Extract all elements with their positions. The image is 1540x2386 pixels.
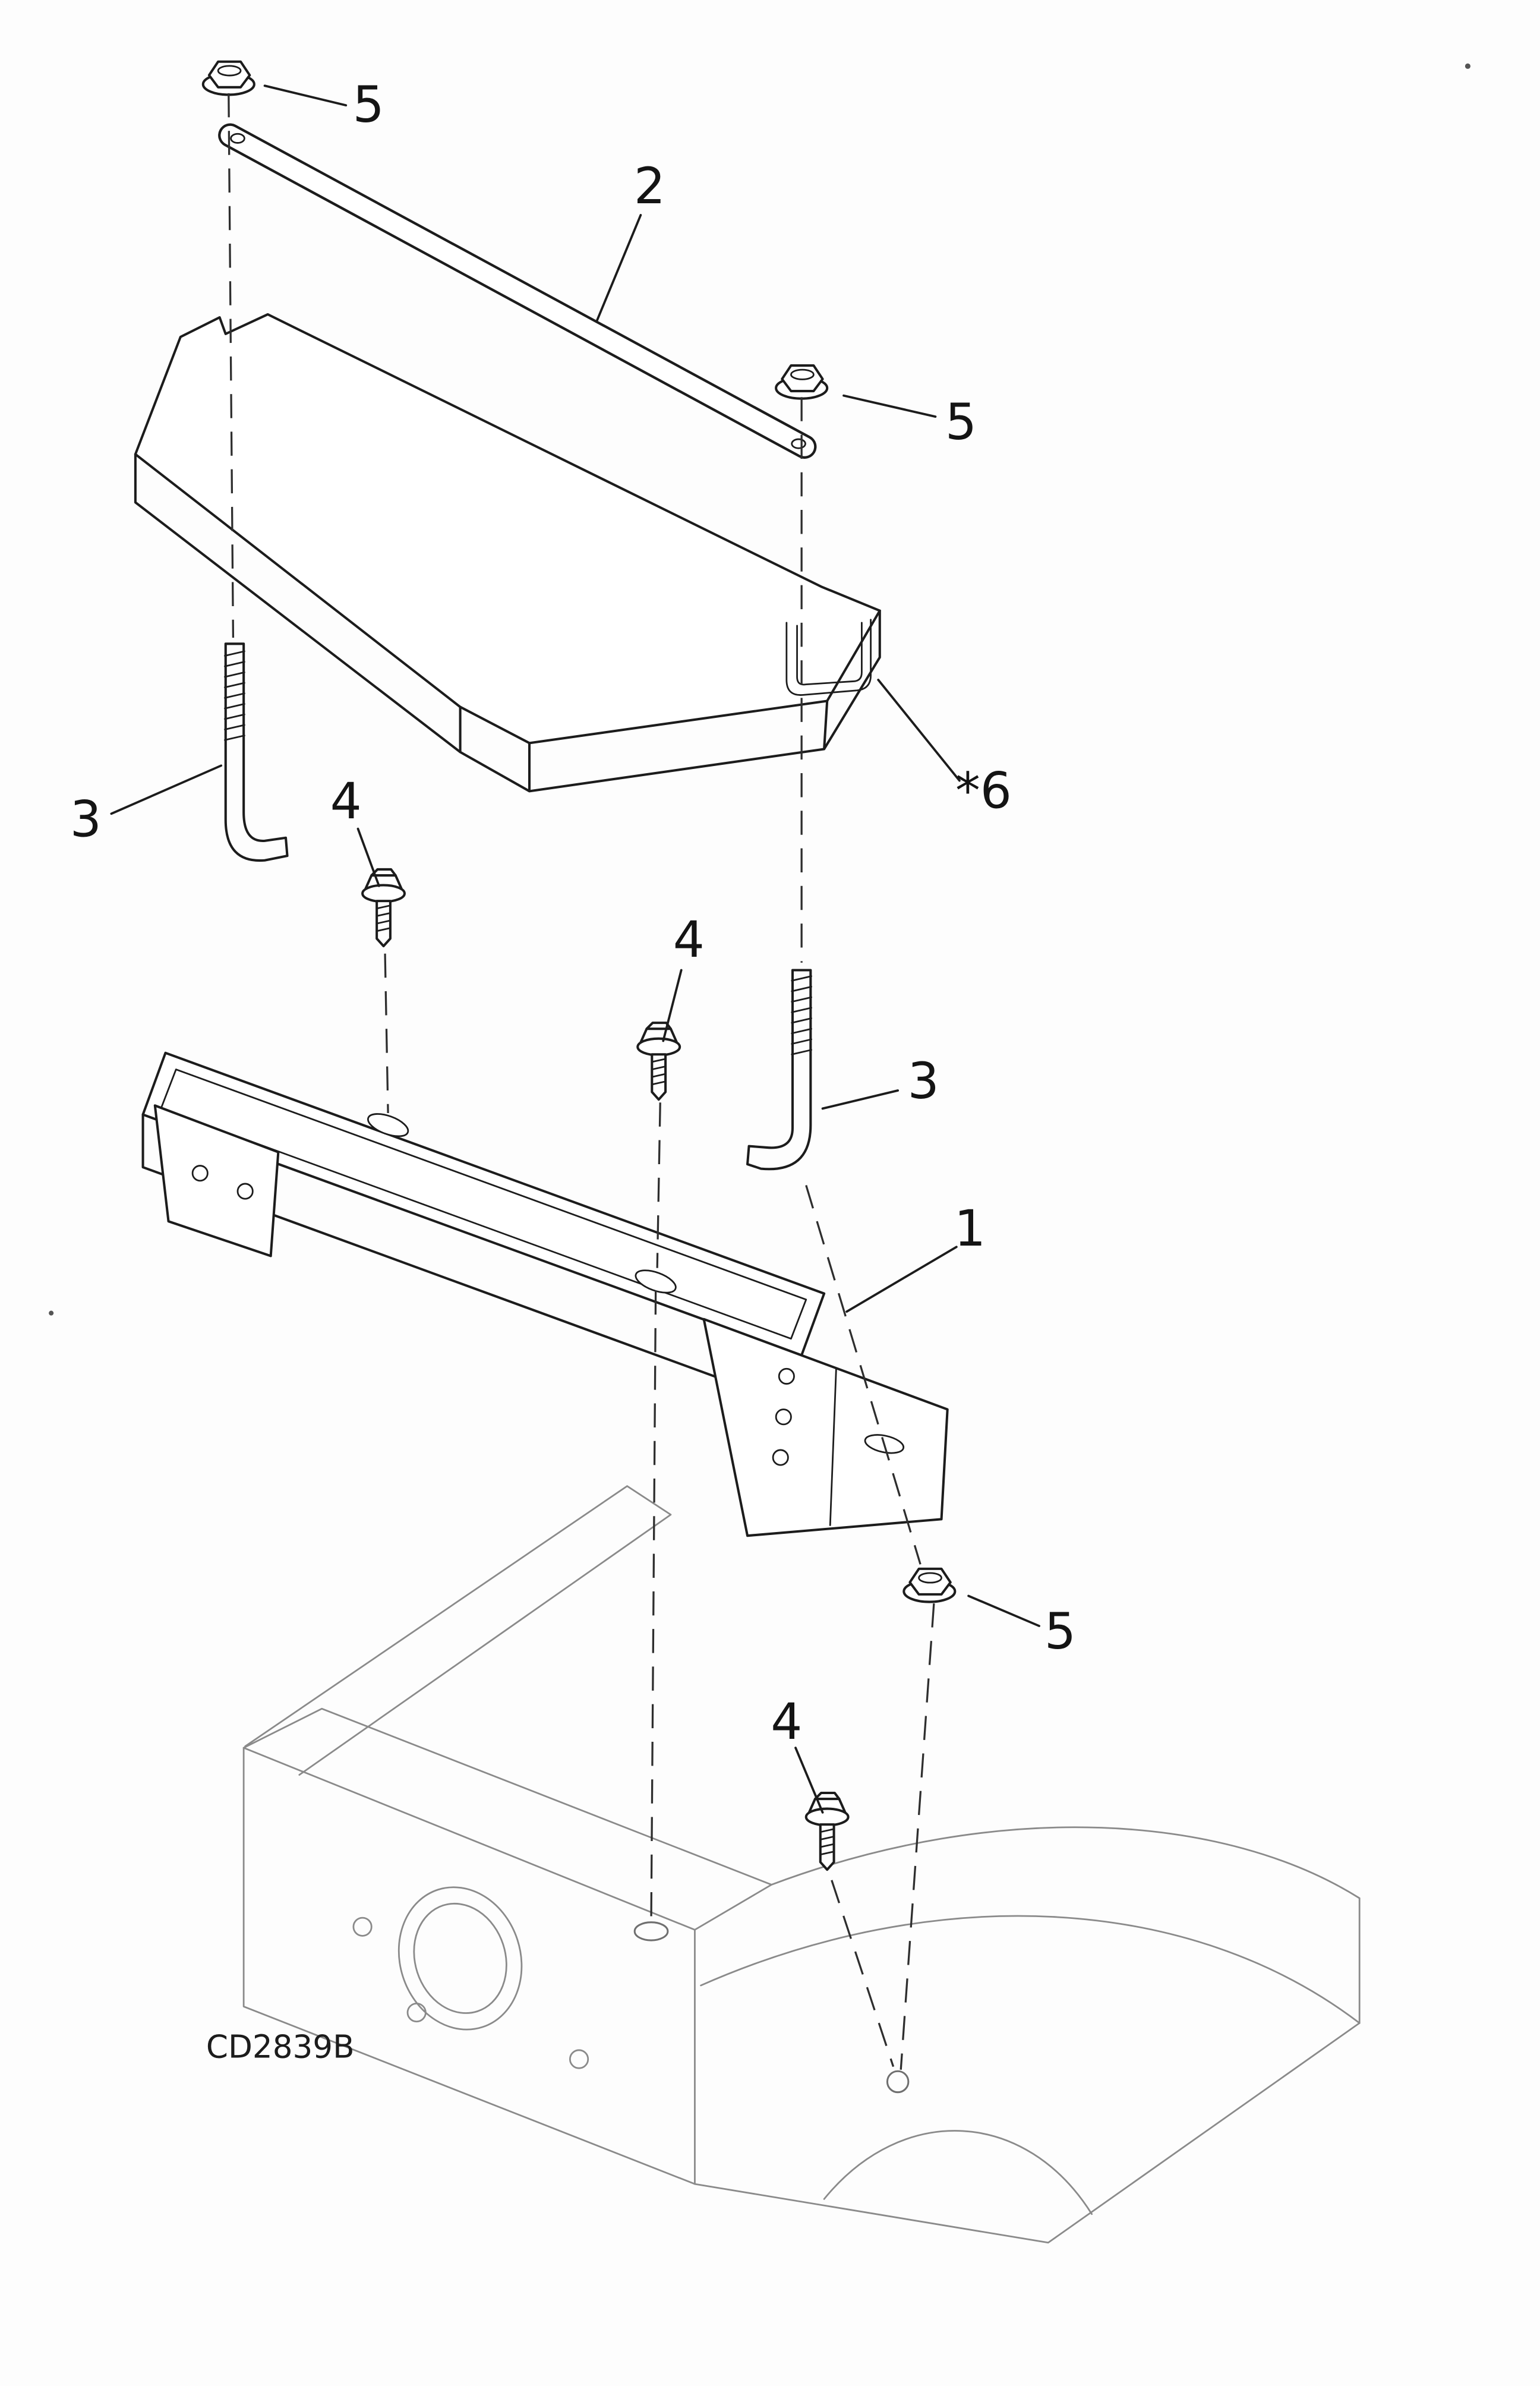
centerline-screw-middle-upper	[656, 1102, 661, 1268]
leader-lines	[110, 84, 1040, 1814]
frame-hole-small-2	[406, 2002, 427, 2023]
scan-speck-left	[49, 1310, 54, 1316]
part-4-screw-bottom	[806, 1793, 848, 1870]
frame-rail-lines	[244, 1485, 672, 1776]
leader-6	[877, 679, 961, 782]
scan-speck-top-right	[1465, 63, 1470, 69]
leader-3-right	[821, 1089, 900, 1110]
callout-4-left: 4	[330, 772, 362, 830]
leader-4-middle	[662, 969, 683, 1042]
frame-box-front	[242, 1747, 696, 2185]
frame-hole-small-3	[569, 2049, 589, 2069]
frame-box-top	[242, 1707, 772, 1931]
frame-fender-inner-curve	[700, 1915, 1361, 2024]
part-5-nut-top-left	[203, 62, 254, 95]
part-5-nut-lower-right	[904, 1569, 955, 1602]
strap-body-face	[220, 125, 815, 456]
frame-arch-curve	[823, 2130, 1093, 2215]
part-4-screw-left	[362, 869, 405, 946]
callout-5-lower-right: 5	[1044, 1602, 1076, 1660]
tray-right-bracket-fold	[829, 1367, 837, 1526]
cover-thickness-edges	[134, 453, 881, 793]
leader-4-left	[356, 827, 380, 887]
callout-5-top-left: 5	[353, 75, 384, 134]
jbolt-right-threads	[791, 975, 812, 1055]
jbolt-right-rod	[746, 969, 812, 1171]
cover-channel	[785, 619, 872, 696]
tray-right-bracket-hole-1	[778, 1367, 795, 1385]
part-2-strap	[218, 123, 817, 459]
centerline-screw-left	[384, 953, 389, 1114]
strap-hole-right	[791, 438, 806, 449]
tray-right-bracket	[702, 1317, 949, 1537]
part-5-nut-upper-right	[776, 365, 827, 399]
part-3-jbolt-right	[746, 969, 812, 1171]
leader-5-upper-right	[842, 394, 937, 418]
leader-2	[596, 214, 642, 322]
callout-4-bottom: 4	[771, 1692, 802, 1751]
part-1-tray	[141, 1051, 949, 1537]
tray-right-bracket-hole-3	[772, 1449, 789, 1466]
frame-bottom-edges	[694, 2022, 1361, 2244]
centerline-screw-bottom	[831, 1880, 895, 2067]
part-4-screw-middle	[638, 1023, 680, 1099]
tray-left-bracket-hole-2	[236, 1183, 254, 1200]
leader-4-bottom	[794, 1747, 824, 1814]
callout-6-channel: *6	[955, 761, 1012, 820]
frame-hole-small-1	[352, 1917, 373, 1937]
tray-slot-left	[367, 1113, 409, 1137]
leader-5-top-left	[263, 84, 348, 107]
callout-5-upper-right: 5	[945, 393, 977, 451]
tray-left-bracket	[153, 1104, 280, 1257]
cover-channel-inner	[796, 622, 863, 686]
tray-right-bracket-hole-2	[775, 1408, 792, 1426]
tray-front-wall	[141, 1113, 761, 1394]
assembly-centerlines	[228, 93, 935, 2070]
callout-4-middle: 4	[673, 910, 705, 969]
centerline-screw-middle-lower	[650, 1290, 657, 1919]
cover-top-face	[134, 313, 881, 745]
figure-code: CD2839B	[206, 2028, 355, 2065]
leader-5-lower-right	[967, 1594, 1040, 1627]
frame-phantom	[242, 1485, 1361, 2244]
jbolt-left-rod	[224, 642, 289, 862]
frame-bolt-hole-middle	[633, 1921, 669, 1941]
jbolt-left-threads	[224, 650, 245, 741]
centerline-jbolt-right-lower	[805, 1184, 922, 1565]
leader-3-left	[110, 764, 223, 815]
callout-labels: 5 2 5 3 4 4 3 *6 1 5 4	[70, 75, 1076, 1751]
callout-2-strap: 2	[634, 157, 665, 215]
callout-3-right: 3	[908, 1052, 939, 1110]
centerline-nut-to-frame	[900, 1603, 935, 2070]
tray-slot-middle	[635, 1269, 677, 1294]
tray-left-bracket-hole-1	[191, 1165, 209, 1182]
frame-bolt-hole-right	[886, 2070, 910, 2094]
part-3-jbolt-left	[224, 642, 289, 862]
frame-large-hole-inner	[413, 1902, 507, 2014]
leader-1	[845, 1246, 958, 1313]
callout-1-tray: 1	[954, 1199, 986, 1257]
centerline-left	[228, 93, 235, 638]
frame-fender-outer-curve	[771, 1826, 1361, 1899]
callout-3-left: 3	[70, 790, 102, 848]
frame-large-hole	[397, 1886, 523, 2031]
cover-plate	[134, 313, 881, 793]
strap-hole-left	[230, 133, 245, 144]
tray-rim-inner	[160, 1069, 807, 1340]
